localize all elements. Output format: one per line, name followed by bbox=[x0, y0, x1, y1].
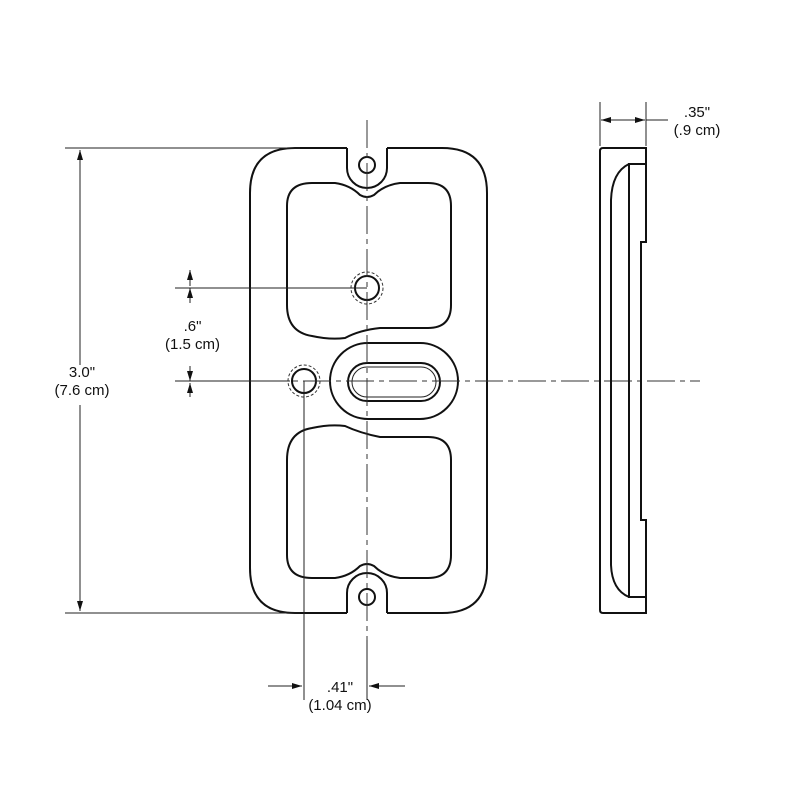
side-outline bbox=[599, 147, 647, 614]
hole-spacing-label: .6" (1.5 cm) bbox=[150, 318, 235, 354]
hole-spacing-imperial: .6" bbox=[183, 318, 202, 335]
slot-outer bbox=[347, 362, 441, 402]
thickness-label: .35" (.9 cm) bbox=[662, 104, 732, 140]
height-metric: (7.6 cm) bbox=[54, 382, 110, 399]
front-view bbox=[249, 120, 700, 640]
lower-window bbox=[286, 424, 452, 579]
height-imperial: 3.0" bbox=[68, 364, 96, 381]
upper-hole-thread bbox=[350, 271, 384, 305]
hole-spacing-metric: (1.5 cm) bbox=[164, 336, 220, 353]
hole-offset-label: .41" (1.04 cm) bbox=[295, 679, 385, 715]
dimension-lines bbox=[65, 102, 668, 700]
height-dimension-label: 3.0" (7.6 cm) bbox=[42, 364, 122, 400]
slot-inner bbox=[351, 366, 437, 398]
upper-window bbox=[286, 182, 452, 340]
thickness-metric: (.9 cm) bbox=[673, 122, 721, 139]
side-view bbox=[599, 147, 647, 614]
thickness-imperial: .35" bbox=[683, 104, 711, 121]
side-inner-profile bbox=[610, 163, 646, 598]
hole-offset-imperial: .41" bbox=[326, 679, 354, 696]
hole-offset-metric: (1.04 cm) bbox=[308, 697, 372, 714]
